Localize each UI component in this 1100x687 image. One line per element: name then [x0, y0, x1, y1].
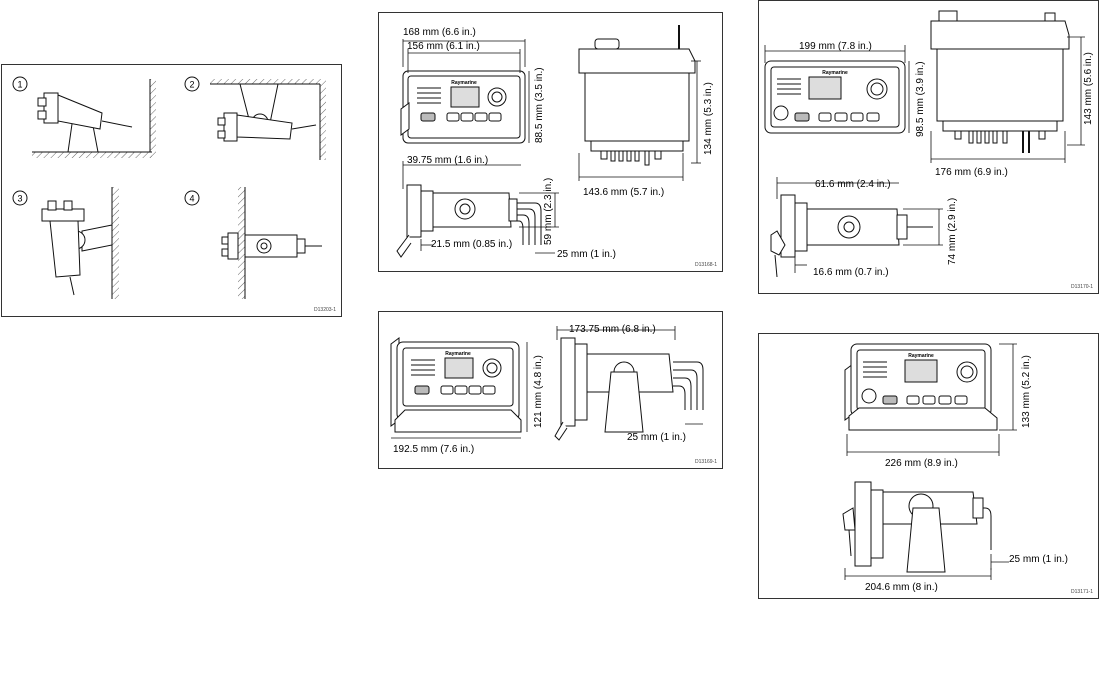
step-4-number: 4: [189, 194, 194, 204]
dim-cable: 25 mm (1 in.): [557, 249, 616, 260]
dim-width-inner: 156 mm (6.1 in.): [407, 41, 480, 52]
step-2-number: 2: [189, 80, 194, 90]
front-view-bracket: Raymarine: [390, 337, 522, 433]
diagram-code: D13169-1: [695, 459, 717, 465]
dimensions-panel-large-bracket: Raymarine 133 mm (5.2 in.) 226 mm (8.9 i…: [758, 333, 1099, 599]
surface-mount-drawing: Raymarine 168 mm (6.6 in.) 156 mm (6.1 i…: [396, 25, 714, 260]
dim-width-body: 176 mm (6.9 in.): [935, 167, 1008, 178]
dim-width: 199 mm (7.8 in.): [799, 41, 872, 52]
step-3-number: 3: [17, 194, 22, 204]
step-1-console-mount: 1: [12, 76, 156, 158]
dim-depth: 173.75 mm (6.8 in.): [569, 324, 656, 335]
side-view-large: [770, 194, 933, 278]
dim-height-body: 134 mm (5.3 in.): [703, 82, 714, 155]
dim-height-front: 88.5 mm (3.5 in.): [534, 67, 545, 143]
diagram-code: D13168-1: [695, 262, 717, 268]
body-view: [578, 25, 696, 166]
side-view-bracket: [554, 337, 704, 441]
dim-height-body: 143 mm (5.6 in.): [1083, 52, 1094, 125]
step-2-overhead-mount: 2: [184, 76, 326, 160]
dimensions-panel-surface: Raymarine 168 mm (6.6 in.) 156 mm (6.1 i…: [378, 12, 723, 272]
large-bracket-mount-drawing: Raymarine 133 mm (5.2 in.) 226 mm (8.9 i…: [842, 343, 1068, 593]
dim-side-height: 74 mm (2.9 in.): [947, 198, 958, 265]
dimensions-panel-large-surface: Raymarine 199 mm (7.8 in.) 98.5 mm (3.9 …: [758, 0, 1099, 294]
body-view-large: [930, 10, 1070, 153]
dim-width-outer: 168 mm (6.6 in.): [403, 27, 476, 38]
bracket-mount-drawing: Raymarine 121 mm (4.8 in.) 192.5 mm (7.6…: [390, 324, 704, 455]
front-view-large: Raymarine: [764, 60, 906, 134]
dim-cable: 25 mm (1 in.): [1009, 554, 1068, 565]
dim-height-front: 98.5 mm (3.9 in.): [915, 61, 926, 137]
large-surface-mount-drawing: Raymarine 199 mm (7.8 in.) 98.5 mm (3.9 …: [764, 10, 1094, 278]
dim-flange: 16.6 mm (0.7 in.): [813, 267, 889, 278]
diagram-code: D13171-1: [1071, 589, 1093, 595]
step-3-wall-mount-under: 3: [12, 187, 119, 299]
side-view-large-bracket: [842, 481, 992, 573]
mounting-options-panel: 1 2: [1, 64, 342, 317]
dim-side-height: 59 mm (2.3 in.): [543, 178, 554, 245]
front-view-large-bracket: Raymarine: [844, 343, 998, 431]
diagram-code: D13170-1: [1071, 284, 1093, 290]
brand-logo: Raymarine: [822, 70, 848, 76]
dim-width: 192.5 mm (7.6 in.): [393, 444, 474, 455]
dim-cable: 25 mm (1 in.): [627, 432, 686, 443]
side-view: [396, 184, 542, 258]
dim-height: 121 mm (4.8 in.): [533, 355, 544, 428]
mounting-options-drawing: 1 2: [12, 76, 326, 299]
dim-depth: 61.6 mm (2.4 in.): [815, 179, 891, 190]
dim-height: 133 mm (5.2 in.): [1021, 355, 1032, 428]
brand-logo: Raymarine: [445, 351, 471, 357]
diagram-code: D13203-1: [314, 307, 336, 313]
step-1-number: 1: [17, 80, 22, 90]
brand-logo: Raymarine: [908, 353, 934, 359]
step-4-wall-mount-front: 4: [184, 187, 322, 299]
front-view: Raymarine: [400, 70, 526, 144]
dim-flange: 21.5 mm (0.85 in.): [431, 239, 512, 250]
dim-depth: 204.6 mm (8 in.): [865, 582, 938, 593]
dim-width: 226 mm (8.9 in.): [885, 458, 958, 469]
dim-width-body: 143.6 mm (5.7 in.): [583, 187, 664, 198]
dim-depth-total: 39.75 mm (1.6 in.): [407, 155, 488, 166]
brand-logo: Raymarine: [451, 80, 477, 86]
dimensions-panel-bracket: Raymarine 121 mm (4.8 in.) 192.5 mm (7.6…: [378, 311, 723, 469]
